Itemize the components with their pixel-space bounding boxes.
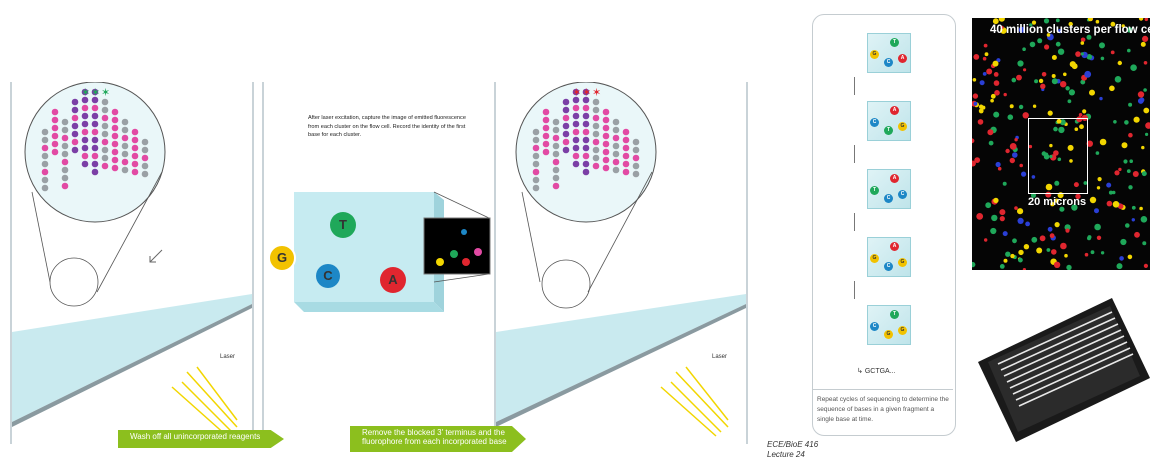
sequence-output-text: GCTGA... (864, 368, 896, 375)
imaging-illustration (294, 191, 491, 312)
cycle-card-dot: G (898, 326, 907, 335)
base-t-dot: T (330, 212, 356, 238)
base-a-dot: A (380, 267, 406, 293)
laser-label: Laser (220, 354, 236, 360)
cluster-dots (972, 18, 1150, 270)
cycle-arrow (854, 145, 855, 163)
cycle-card-dot: C (898, 190, 907, 199)
svg-text:✶: ✶ (572, 87, 581, 99)
cycle-card-dot: T (890, 38, 899, 47)
cycle-card-dot: A (890, 174, 899, 183)
cycle-card-dot: C (884, 194, 893, 203)
deblock-illustration: ✶✶✶ (496, 82, 746, 437)
cycle-card-dot: A (898, 54, 907, 63)
cycle-card-dot: G (870, 50, 879, 59)
cluster-micrograph: 40 million clusters per flow cell 20 mic… (972, 18, 1150, 270)
panel2-instructions: After laser excitation, capture the imag… (308, 115, 466, 138)
cycle-card-dot: G (898, 258, 907, 267)
cycle-card-dot: A (890, 242, 899, 251)
laser-label-2: Laser (712, 354, 728, 360)
cycle-card-dot: G (898, 122, 907, 131)
panel-deblock: ✶✶✶ Laser (494, 82, 748, 444)
cycle-card-dot: C (870, 322, 879, 331)
svg-text:✶: ✶ (592, 87, 601, 99)
scale-label: 20 microns (1028, 196, 1087, 208)
incorporation-illustration: ✶✶✶ (12, 82, 252, 437)
strip-caption: Repeat cycles of sequencing to determine… (817, 396, 949, 423)
base-c-dot: C (316, 264, 340, 288)
cycle-card-dot: G (884, 330, 893, 339)
cycle-arrow (854, 77, 855, 95)
cycle-card-dot: T (890, 310, 899, 319)
cycle-card-dot: G (870, 254, 879, 263)
micrograph-title: 40 million clusters per flow cell (990, 24, 1150, 36)
cycle-card-dot: C (884, 58, 893, 67)
cycle-card-dot: C (870, 118, 879, 127)
svg-text:✶: ✶ (81, 87, 90, 99)
step-remove-arrow: Remove the blocked 3' terminus and the f… (350, 426, 526, 452)
step-remove-label: Remove the blocked 3' terminus and the f… (362, 428, 507, 446)
lecture-id: ECE/BioE 416 Lecture 24 (767, 440, 818, 460)
panel-incorporation: ✶✶✶ Laser (10, 82, 254, 444)
step-wash-label: Wash off all unincorporated reagents (130, 432, 261, 441)
cycle-card-dot: T (884, 126, 893, 135)
svg-text:✶: ✶ (582, 87, 591, 99)
panel-imaging: After laser excitation, capture the imag… (262, 82, 496, 444)
svg-text:✶: ✶ (101, 87, 110, 99)
lecture-course: ECE/BioE 416 (767, 440, 819, 449)
svg-text:✶: ✶ (91, 87, 100, 99)
flow-cell-chip (978, 298, 1150, 442)
step-wash-arrow: Wash off all unincorporated reagents (118, 430, 284, 448)
sequence-output: ↳ GCTGA... (857, 368, 896, 375)
cycle-card-dot: T (870, 186, 879, 195)
cycle-card-dot: A (890, 106, 899, 115)
scale-square (1028, 118, 1088, 194)
cycle-arrow (854, 213, 855, 231)
base-g-dot: G (268, 244, 296, 272)
lecture-number: Lecture 24 (767, 450, 805, 459)
cycle-card-dot: C (884, 262, 893, 271)
cycle-arrow (854, 281, 855, 299)
